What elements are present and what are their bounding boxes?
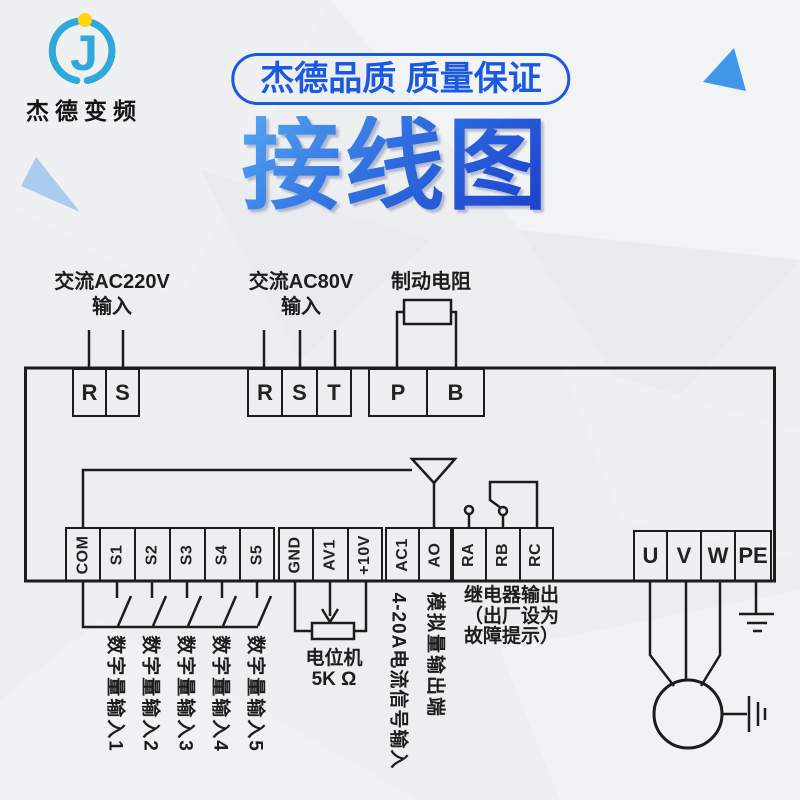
terminal-S4-input: S4	[205, 527, 240, 582]
terminal-S1: S	[106, 368, 140, 417]
relay-contacts-icon	[463, 480, 539, 528]
terminal-GND: GND	[278, 527, 313, 582]
svg-text:J: J	[70, 25, 98, 81]
terminal-S2-input: S2	[135, 527, 170, 582]
terminal-group-analog-in: GND AV1 +10V	[278, 527, 383, 582]
terminal-group-output: U V W PE	[633, 530, 772, 582]
digital-switches-icon	[81, 582, 273, 629]
terminal-AC1: AC1	[385, 527, 419, 582]
terminal-V: V	[667, 530, 701, 582]
label-ac80-input: 交流AC80V 输入	[248, 271, 354, 318]
terminal-group-aux: R S T	[247, 368, 352, 417]
terminal-W: W	[701, 530, 735, 582]
potentiometer-icon	[293, 582, 368, 641]
terminal-T: T	[317, 368, 352, 417]
mains-input-wires	[87, 330, 337, 368]
brand-name: 杰德变频	[26, 98, 142, 124]
terminal-group-brake: P B	[368, 368, 485, 417]
motor-icon	[648, 582, 724, 750]
label-digital-input-4: 数字量输入4	[209, 635, 231, 753]
label-digital-input-1: 数字量输入1	[104, 635, 126, 753]
terminal-AO: AO	[419, 527, 452, 582]
label-analog-output: 模拟量输出端	[424, 591, 446, 719]
terminal-group-mains: R S	[72, 368, 140, 417]
terminal-RA: RA	[452, 527, 486, 582]
terminal-RC: RC	[520, 527, 554, 582]
brake-resistor-icon	[395, 298, 458, 368]
label-digital-input-3: 数字量输入3	[174, 635, 196, 753]
label-brake-resistor: 制动电阻	[391, 271, 471, 293]
triangle-dark-icon	[703, 48, 746, 91]
terminal-group-relay: RA RB RC	[452, 527, 554, 582]
terminal-R2: R	[247, 368, 282, 417]
brand-logo-icon: J	[48, 13, 116, 84]
terminal-U: U	[633, 530, 667, 582]
terminal-COM: COM	[65, 527, 100, 582]
decor-triangles	[21, 48, 746, 212]
terminal-AV1: AV1	[313, 527, 348, 582]
motor-ground-icon	[722, 696, 767, 732]
amplifier-triangle-icon	[81, 457, 458, 528]
label-current-signal: 4-20A电流信号输入	[387, 592, 409, 770]
terminal-B: B	[427, 368, 485, 417]
triangle-light-icon	[21, 157, 80, 212]
page-title: 接线图	[241, 110, 551, 222]
terminal-group-analog-misc: AC1 AO	[385, 527, 452, 582]
terminal-S2: S	[282, 368, 317, 417]
label-digital-input-5: 数字量输入5	[244, 635, 266, 753]
quality-badge: 杰德品质 质量保证	[231, 53, 571, 105]
terminal-P: P	[368, 368, 427, 417]
terminal-PE: PE	[735, 530, 772, 582]
label-relay-output: 继电器输出 （出厂设为 故障提示）	[464, 585, 560, 647]
terminal-RB: RB	[486, 527, 520, 582]
label-digital-input-2: 数字量输入2	[139, 635, 161, 753]
terminal-10V: +10V	[348, 527, 383, 582]
terminal-R1: R	[72, 368, 106, 417]
terminal-group-digital: COM S1 S2 S3 S4 S5	[65, 527, 275, 582]
label-potentiometer: 电位机 5K Ω	[305, 648, 363, 690]
label-ac220-input: 交流AC220V 输入	[54, 271, 170, 318]
terminal-S3-input: S3	[170, 527, 205, 582]
earth-ground-icon	[739, 582, 774, 633]
logo-dot-icon	[78, 13, 92, 27]
terminal-S1-input: S1	[100, 527, 135, 582]
terminal-S5-input: S5	[240, 527, 275, 582]
